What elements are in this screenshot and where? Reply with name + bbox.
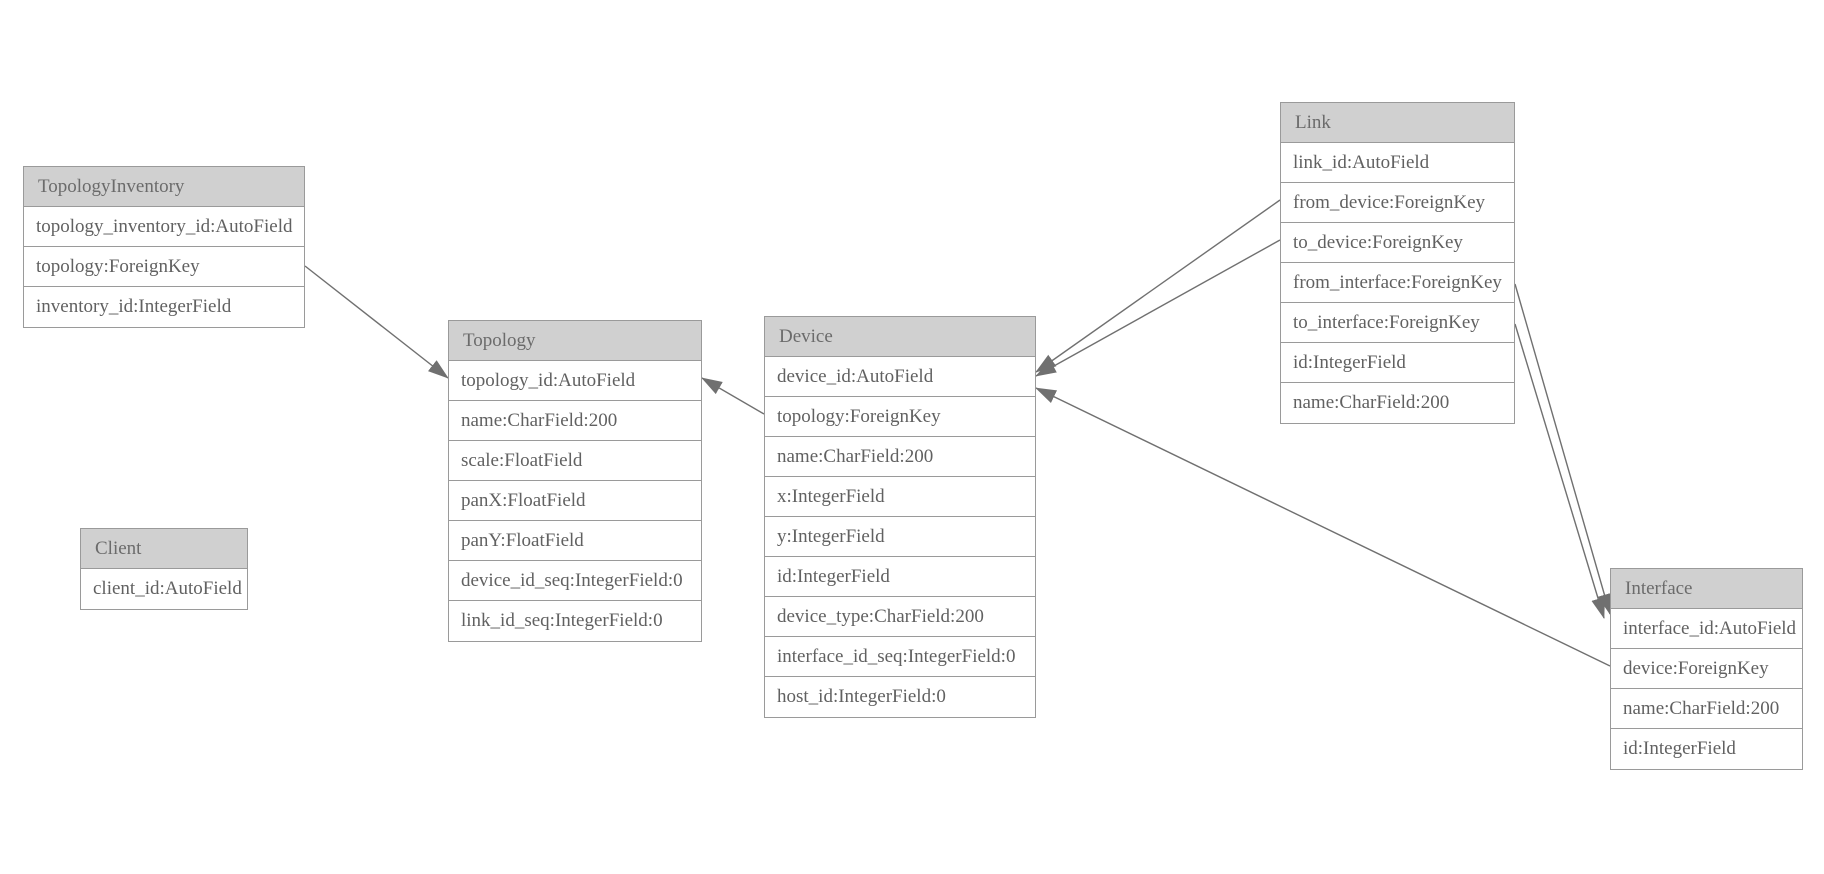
entity-field[interactable]: host_id:IntegerField:0 <box>777 686 946 707</box>
entity-field[interactable]: device:ForeignKey <box>1611 649 1802 689</box>
edge-link-from-device <box>1035 199 1281 373</box>
entity-field[interactable]: id:IntegerField <box>765 557 1035 597</box>
entity-field[interactable]: inventory_id:IntegerField <box>36 296 232 317</box>
entity-client[interactable]: Client client_id:AutoField <box>80 528 248 610</box>
entity-field-list: topology_id:AutoField name:CharField:200… <box>449 361 701 641</box>
entity-topologyinventory[interactable]: TopologyInventory topology_inventory_id:… <box>23 166 305 328</box>
entity-field[interactable]: id:IntegerField <box>1281 343 1514 383</box>
entity-field[interactable]: topology_id:AutoField <box>449 361 701 401</box>
entity-field[interactable]: client_id:AutoField <box>93 578 242 599</box>
entity-field[interactable]: y:IntegerField <box>765 517 1035 557</box>
entity-field[interactable]: device_id_seq:IntegerField:0 <box>449 561 701 601</box>
entity-field[interactable]: interface_id_seq:IntegerField:0 <box>765 637 1035 677</box>
entity-field[interactable]: topology:ForeignKey <box>765 397 1035 437</box>
entity-field[interactable]: device_id:AutoField <box>765 357 1035 397</box>
entity-title: Topology <box>449 321 701 361</box>
entity-field[interactable]: scale:FloatField <box>449 441 701 481</box>
entity-field[interactable]: link_id:AutoField <box>1281 143 1514 183</box>
entity-title: TopologyInventory <box>24 167 304 207</box>
edge-link-to-device <box>1035 239 1281 377</box>
entity-field[interactable]: name:CharField:200 <box>1611 689 1802 729</box>
entity-title: Link <box>1281 103 1514 143</box>
entity-field[interactable]: from_interface:ForeignKey <box>1281 263 1514 303</box>
entity-field[interactable]: interface_id:AutoField <box>1611 609 1802 649</box>
entity-field-list: device_id:AutoField topology:ForeignKey … <box>765 357 1035 717</box>
entity-field-list: interface_id:AutoField device:ForeignKey… <box>1611 609 1802 769</box>
entity-field[interactable]: topology:ForeignKey <box>24 247 304 287</box>
edge-link-to-interface <box>1514 323 1605 619</box>
entity-field[interactable]: topology_inventory_id:AutoField <box>24 207 304 247</box>
entity-field[interactable]: x:IntegerField <box>765 477 1035 517</box>
entity-topology[interactable]: Topology topology_id:AutoField name:Char… <box>448 320 702 642</box>
entity-field-list: link_id:AutoField from_device:ForeignKey… <box>1281 143 1514 423</box>
edge-topologyinventory-topology <box>304 265 449 379</box>
entity-field[interactable]: panY:FloatField <box>449 521 701 561</box>
entity-field[interactable]: name:CharField:200 <box>1293 392 1450 413</box>
entity-interface[interactable]: Interface interface_id:AutoField device:… <box>1610 568 1803 770</box>
entity-field[interactable]: id:IntegerField <box>1623 738 1736 759</box>
entity-field[interactable]: device_type:CharField:200 <box>765 597 1035 637</box>
entity-device[interactable]: Device device_id:AutoField topology:Fore… <box>764 316 1036 718</box>
entity-field[interactable]: to_interface:ForeignKey <box>1281 303 1514 343</box>
entity-field[interactable]: name:CharField:200 <box>449 401 701 441</box>
edge-interface-device <box>1035 387 1611 667</box>
entity-field[interactable]: panX:FloatField <box>449 481 701 521</box>
entity-field[interactable]: link_id_seq:IntegerField:0 <box>461 610 663 631</box>
entity-field-list: topology_inventory_id:AutoField topology… <box>24 207 304 327</box>
entity-field[interactable]: to_device:ForeignKey <box>1281 223 1514 263</box>
entity-link[interactable]: Link link_id:AutoField from_device:Forei… <box>1280 102 1515 424</box>
entity-field-list: client_id:AutoField <box>81 569 247 609</box>
entity-title: Device <box>765 317 1035 357</box>
entity-title: Interface <box>1611 569 1802 609</box>
edge-link-from-interface <box>1514 283 1612 615</box>
entity-field[interactable]: name:CharField:200 <box>765 437 1035 477</box>
entity-title: Client <box>81 529 247 569</box>
entity-field[interactable]: from_device:ForeignKey <box>1281 183 1514 223</box>
edge-device-topology <box>701 377 765 415</box>
